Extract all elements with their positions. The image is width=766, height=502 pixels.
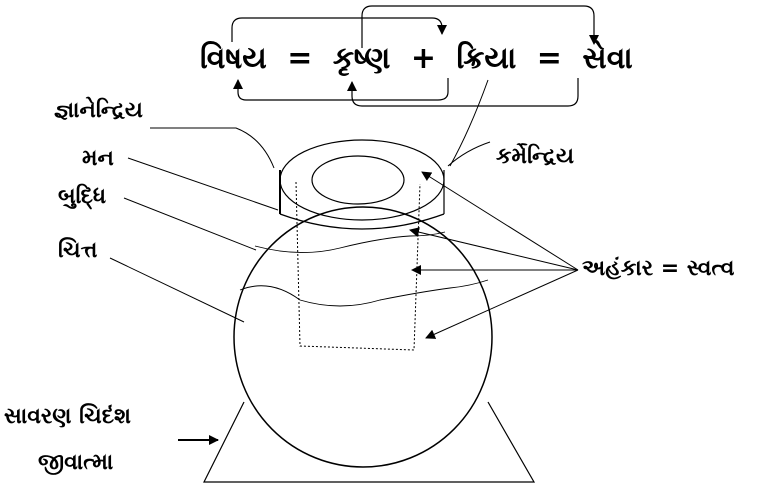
chitt-band — [239, 279, 489, 307]
karmendriya-to-cylinder-line — [447, 141, 491, 167]
karmendriya-to-seva-line — [449, 79, 489, 167]
equation-krishna: કૃષ્ણ — [332, 41, 391, 76]
loop-arrow-kriya-to-vishay — [233, 78, 449, 101]
ahankar-arrow-4 — [425, 269, 579, 339]
base-triangle — [203, 401, 536, 483]
cylinder-inner-top — [311, 155, 405, 205]
gyanendriya-leader — [150, 127, 275, 169]
label-man: મન — [82, 146, 114, 171]
chitt-leader — [109, 257, 245, 323]
loop-arrow-vishay-to-kriya — [231, 17, 447, 42]
label-ahankar: અહંકાર = સ્વત્વ — [582, 256, 735, 281]
man-leader — [127, 157, 279, 211]
buddhi-band — [254, 231, 446, 253]
loop-arrow-krishna-to-seva — [361, 5, 599, 48]
equation-equals-2: = — [536, 41, 562, 76]
cylinder-bottom-curve — [279, 213, 445, 230]
ahankar-arrow-1 — [421, 171, 579, 271]
label-gyanendriya: જ્ઞાનેન્દ્રિય — [54, 98, 143, 123]
equation-plus: + — [410, 41, 436, 76]
label-buddhi: બુદ્ધિ — [58, 184, 107, 209]
ahankar-arrow-2 — [409, 227, 579, 271]
equation-equals-1: = — [287, 41, 313, 76]
label-chitt: ચિત્ત — [58, 238, 98, 263]
label-jivatma: જીવાત્મા — [38, 450, 114, 475]
equation-vishay: વિષય — [200, 41, 267, 76]
sphere-chitt — [233, 206, 493, 468]
loop-arrow-seva-to-krishna — [347, 78, 579, 107]
label-savaran: સાવરણ ચિદંશ — [4, 404, 131, 429]
buddhi-leader — [123, 197, 257, 251]
equation: વિષય = કૃષ્ણ + ક્રિયા = સેવા — [200, 44, 633, 74]
equation-seva: સેવા — [582, 41, 633, 76]
label-karmendriya: કર્મેન્દ્રિય — [496, 144, 575, 169]
equation-kriya: ક્રિયા — [456, 41, 517, 76]
